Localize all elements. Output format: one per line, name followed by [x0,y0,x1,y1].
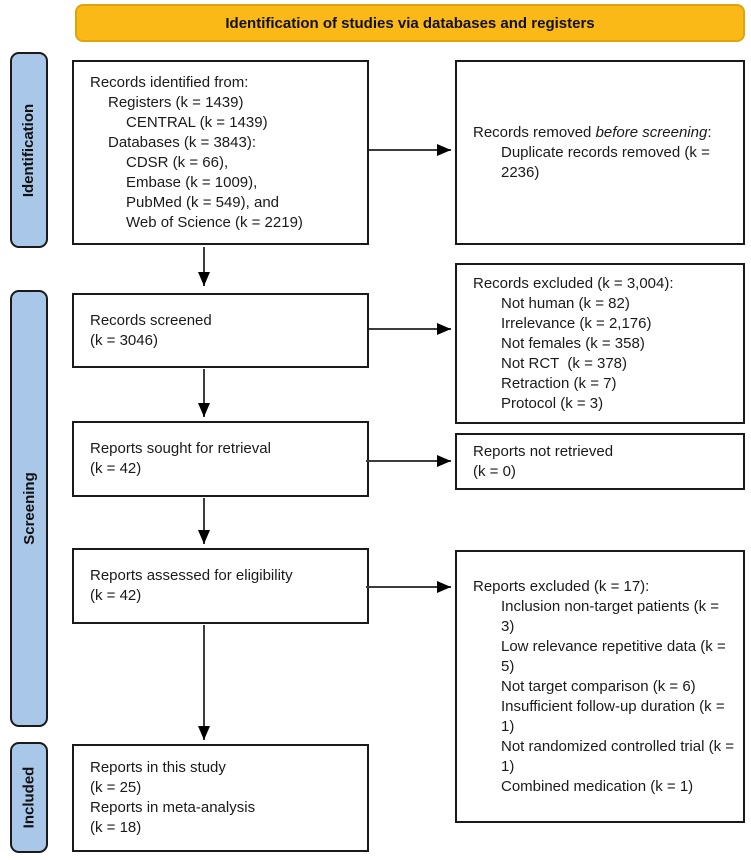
reports-assessed-box: Reports assessed for eligibility (k = 42… [72,548,369,624]
reports-in-study-box: Reports in this study (k = 25) Reports i… [72,744,369,852]
reports-in-study-line: Reports in this study [90,759,226,776]
records-excluded-item: Protocol (k = 3) [501,394,604,412]
reports-meta-analysis-line: Reports in meta-analysis [90,799,256,816]
stage-bar-identification: Identification [10,52,48,248]
reports-assessed-count: (k = 42) [90,587,142,604]
records-identified-line: Embase (k = 1009), [126,173,258,191]
records-removed-intro-normal: Records removed [473,123,596,141]
reports-meta-analysis-count: (k = 18) [90,819,142,836]
reports-excluded-box: Reports excluded (k = 17): Inclusion non… [455,550,745,823]
banner-identification-of-studies: Identification of studies via databases … [75,4,745,42]
records-removed-item: Duplicate records removed (k = 2236) [501,143,715,181]
reports-excluded-item: Not randomized controlled trial (k = 1) [501,737,739,775]
reports-excluded-item: Insufficient follow-up duration (k = 1) [501,697,729,735]
reports-excluded-item: Inclusion non-target patients (k = 3) [501,597,724,635]
records-identified-line: PubMed (k = 549), and [126,193,280,211]
records-screened-line: Records screened [90,311,212,329]
records-excluded-item: Not human (k = 82) [501,294,630,312]
reports-in-study-count: (k = 25) [90,779,142,796]
records-excluded-item: Not females (k = 358) [501,334,645,352]
stage-bar-included: Included [10,742,48,853]
records-excluded-box: Records excluded (k = 3,004): Not human … [455,263,745,424]
records-identified-line: CDSR (k = 66), [126,153,229,171]
reports-excluded-item: Low relevance repetitive data (k = 5) [501,637,730,675]
reports-excluded-item: Combined medication (k = 1) [501,777,694,795]
records-identified-line: Registers (k = 1439) [108,93,244,111]
records-excluded-item: Retraction (k = 7) [501,374,617,392]
records-excluded-item: Not RCT (k = 378) [501,354,628,372]
records-removed-box: Records removed before screening: Duplic… [455,60,745,245]
records-identified-box: Records identified from: Registers (k = … [72,60,369,245]
reports-excluded-item: Not target comparison (k = 6) [501,677,696,695]
records-removed-intro: Records removed before screening: [473,123,735,143]
records-screened-box: Records screened (k = 3046) [72,293,369,368]
stage-bar-screening: Screening [10,290,48,727]
stage-label-identification: Identification [20,103,38,197]
reports-excluded-title: Reports excluded (k = 17): [473,577,650,595]
stage-label-screening: Screening [20,472,38,545]
reports-sought-box: Reports sought for retrieval (k = 42) [72,421,369,497]
reports-sought-line: Reports sought for retrieval [90,440,271,457]
reports-not-retrieved-line: Reports not retrieved [473,442,614,460]
records-screened-count: (k = 3046) [90,331,158,349]
records-identified-line: Records identified from: [90,73,249,91]
reports-not-retrieved-count: (k = 0) [473,462,516,480]
records-removed-intro-italic: before screening [595,123,708,141]
records-excluded-title: Records excluded (k = 3,004): [473,274,674,292]
records-removed-intro-colon: : [707,123,712,141]
reports-not-retrieved-box: Reports not retrieved (k = 0) [455,433,745,490]
reports-sought-count: (k = 42) [90,460,142,477]
stage-label-included: Included [20,766,38,829]
banner-title: Identification of studies via databases … [225,14,595,32]
reports-assessed-line: Reports assessed for eligibility [90,567,293,584]
records-identified-line: CENTRAL (k = 1439) [126,113,268,131]
records-identified-line: Web of Science (k = 2219) [126,213,303,231]
records-identified-line: Databases (k = 3843): [108,133,257,151]
records-excluded-item: Irrelevance (k = 2,176) [501,314,652,332]
